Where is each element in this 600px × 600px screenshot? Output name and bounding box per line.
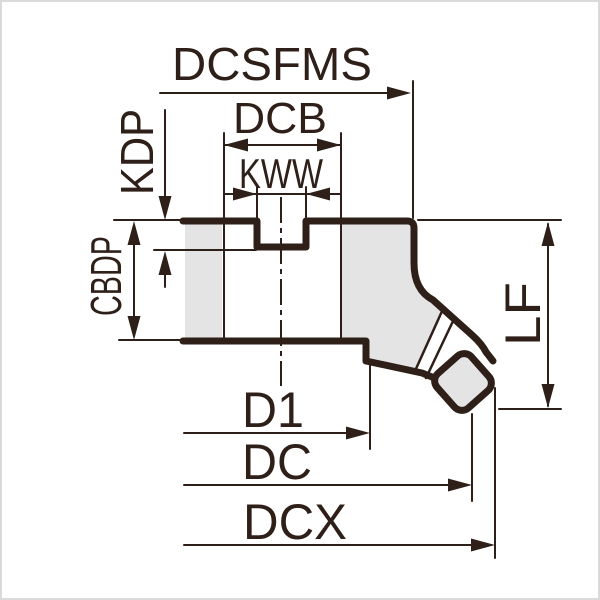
label-lf: LF xyxy=(495,282,551,346)
dcb-arrowhead-left xyxy=(224,138,248,152)
dc-arrowhead xyxy=(448,478,472,492)
body-right-section-fill xyxy=(342,224,443,371)
dcsfms-arrowhead xyxy=(387,86,411,100)
label-kdp: KDP xyxy=(111,109,163,195)
cbdp-arrowhead-up xyxy=(127,221,141,245)
label-d1: D1 xyxy=(242,382,304,438)
insert-seat-line-1 xyxy=(413,307,445,373)
label-kww: KWW xyxy=(239,150,323,197)
lf-arrowhead-up xyxy=(541,222,555,246)
cbdp-arrowhead-down xyxy=(127,316,141,340)
label-cbdp: CBDP xyxy=(82,236,131,316)
kww-arrowhead-left xyxy=(233,187,257,201)
body-bottom-outline xyxy=(179,337,436,381)
dcb-arrowhead-right xyxy=(317,138,341,152)
body-left-section-fill xyxy=(185,223,222,340)
label-dcx: DCX xyxy=(243,494,347,550)
label-dcsfms: DCSFMS xyxy=(172,38,372,90)
d1-arrowhead xyxy=(346,426,370,440)
cutting-insert xyxy=(431,350,495,414)
kww-arrowhead-right xyxy=(306,187,330,201)
label-dc: DC xyxy=(242,434,312,490)
insert-seat-line-2 xyxy=(424,317,456,380)
kdp-arrowhead-down xyxy=(158,196,172,220)
dcx-arrowhead xyxy=(471,538,495,552)
label-dcb: DCB xyxy=(233,94,327,143)
kdp-arrowhead-up xyxy=(158,251,172,275)
lf-arrowhead-down xyxy=(541,384,555,408)
body-top-outline xyxy=(179,217,497,365)
